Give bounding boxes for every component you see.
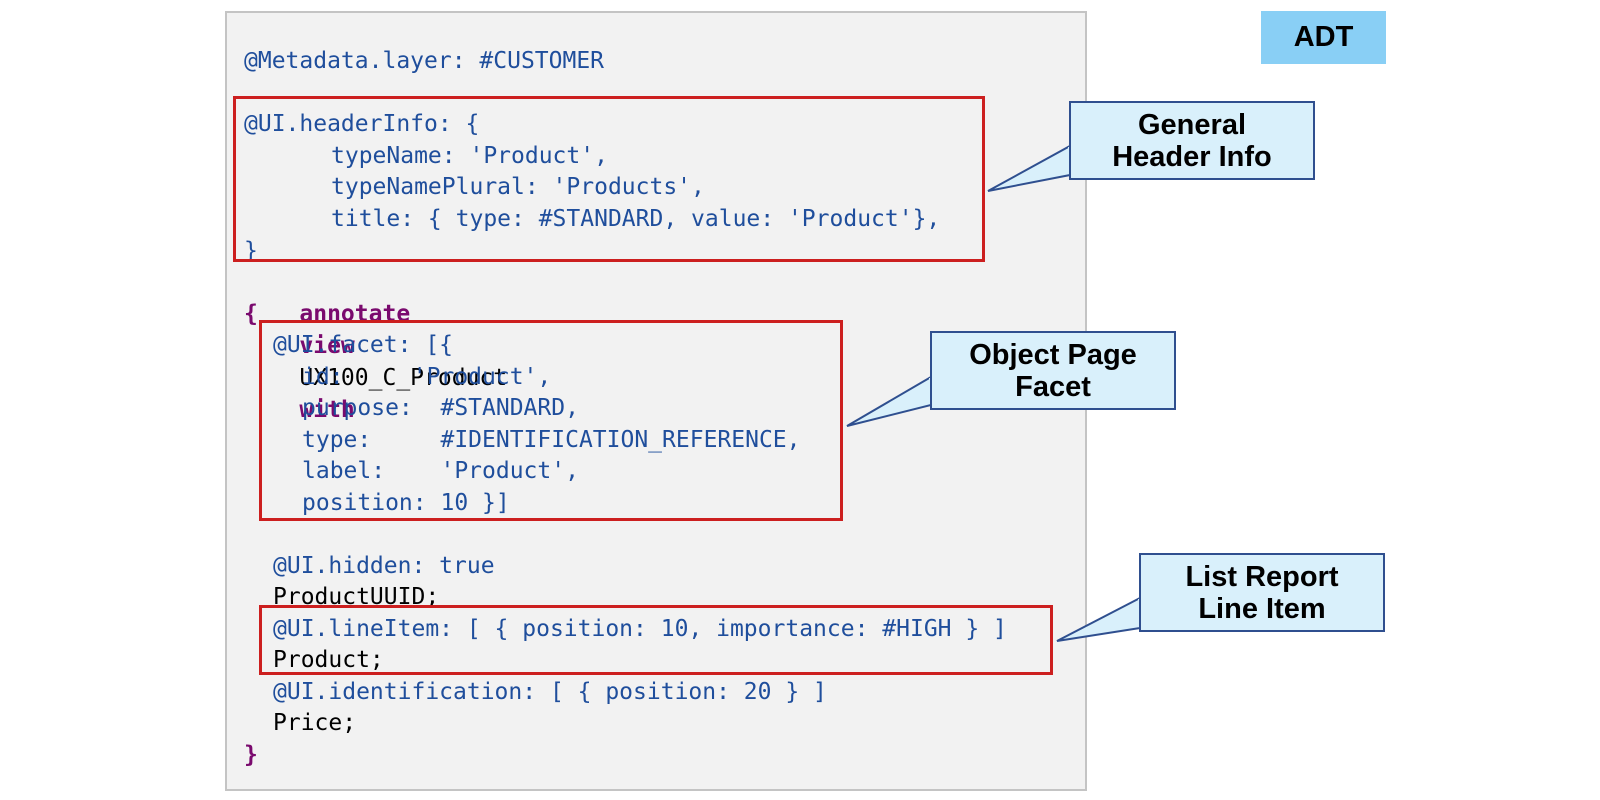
code-line-typename-plural: typeNamePlural: 'Products',: [331, 174, 705, 200]
code-line-price: Price;: [273, 710, 357, 736]
keyword-with: with: [299, 397, 355, 423]
code-line-typename: typeName: 'Product',: [331, 143, 608, 169]
header-info-callout-pointer: [987, 144, 1071, 192]
code-line-facet-label: label: 'Product',: [302, 458, 579, 484]
code-line-facet-purpose: purpose: #STANDARD,: [302, 395, 579, 421]
general-header-info-callout: General Header Info: [1069, 101, 1315, 180]
code-line-facet-open: @UI.facet: [{: [273, 332, 454, 358]
code-line-facet-position: position: 10 }]: [302, 490, 510, 516]
adt-badge-label: ADT: [1293, 21, 1354, 53]
facet-callout-pointer: [846, 375, 932, 427]
adt-badge: ADT: [1261, 11, 1386, 64]
callout-text-line2: Facet: [1015, 370, 1091, 403]
callout-text-line1: List Report: [1185, 560, 1339, 593]
code-line-lineitem: @UI.lineItem: [ { position: 10, importan…: [273, 616, 1007, 642]
callout-text-line2: Header Info: [1112, 140, 1272, 173]
callout-text-line1: Object Page: [969, 338, 1137, 371]
code-line-headerinfo-close: }: [244, 238, 258, 264]
code-line-headerinfo-open: @UI.headerInfo: {: [244, 111, 480, 137]
keyword-view: view: [299, 333, 355, 359]
code-line-close-brace: }: [244, 742, 258, 768]
code-line-product: Product;: [273, 647, 384, 673]
line-item-callout-pointer: [1056, 596, 1141, 642]
object-page-facet-callout: Object Page Facet: [930, 331, 1176, 410]
callout-text-line1: General: [1138, 108, 1246, 141]
code-line-title: title: { type: #STANDARD, value: 'Produc…: [331, 206, 941, 232]
code-line-facet-id: id: 'Product',: [302, 364, 552, 390]
code-line-facet-type: type: #IDENTIFICATION_REFERENCE,: [302, 427, 801, 453]
callout-text-line2: Line Item: [1198, 592, 1326, 625]
code-line-identification: @UI.identification: [ { position: 20 } ]: [273, 679, 827, 705]
code-line-metadata-layer: @Metadata.layer: #CUSTOMER: [244, 48, 605, 74]
view-name: UX100_C_Product: [299, 365, 508, 391]
code-line-open-brace: {: [244, 301, 258, 327]
list-report-line-item-callout: List Report Line Item: [1139, 553, 1385, 632]
code-line-hidden: @UI.hidden: true: [273, 553, 495, 579]
